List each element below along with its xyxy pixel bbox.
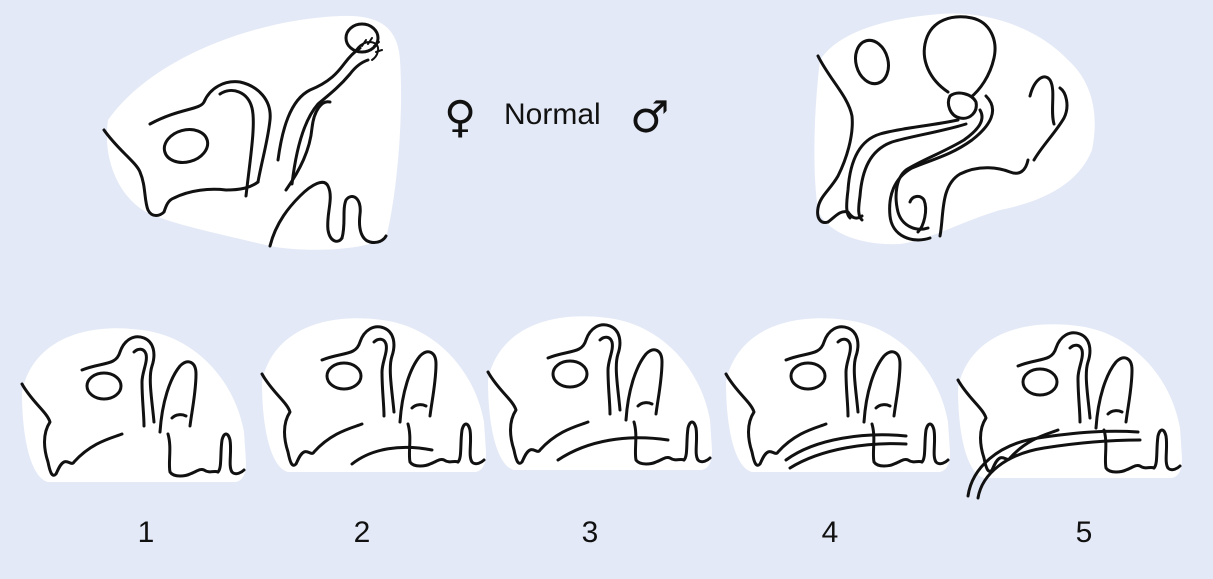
stage-4-section — [724, 316, 952, 474]
stage-3-section — [486, 314, 714, 472]
stage-1-section — [20, 326, 248, 484]
male-normal-section — [814, 13, 1095, 245]
female-symbol: ♀ — [444, 92, 476, 143]
stage-label-2: 2 — [354, 516, 371, 549]
male-symbol: ♂ — [630, 92, 669, 143]
stage-label-4: 4 — [822, 516, 839, 549]
diagram-title: Normal — [504, 98, 601, 131]
stage-5-section — [956, 322, 1184, 500]
female-normal-section — [102, 15, 402, 250]
stage-2-section — [260, 316, 488, 474]
stage-label-3: 3 — [582, 516, 599, 549]
stage-label-1: 1 — [138, 516, 155, 549]
stage-label-5: 5 — [1076, 516, 1093, 549]
